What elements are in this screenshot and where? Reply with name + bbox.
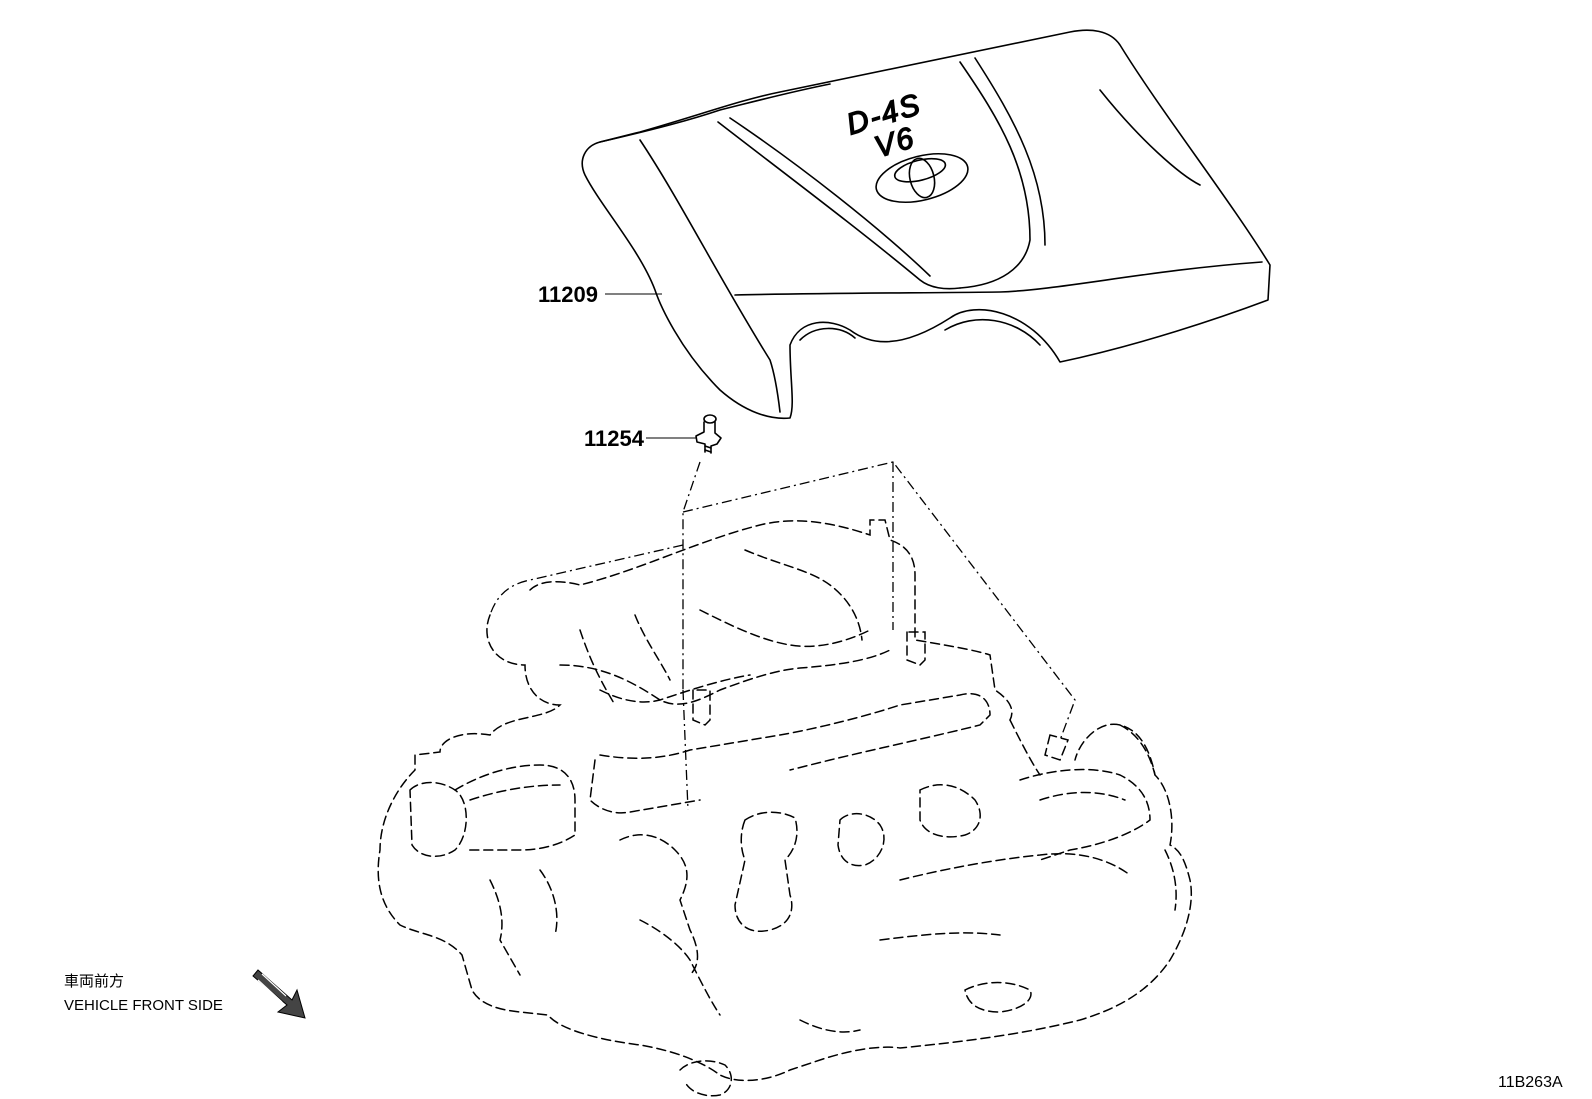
engine-phantom-outline (377, 519, 1193, 1097)
diagram-id: 11B263A (1498, 1074, 1563, 1091)
part-number-engine-cover[interactable]: 11209 (538, 282, 598, 307)
toyota-logo-icon (875, 153, 969, 203)
engine-cover[interactable] (581, 29, 1271, 420)
front-side-label-en: VEHICLE FRONT SIDE (64, 997, 223, 1014)
part-number-clip[interactable]: 11254 (584, 426, 645, 451)
front-side-label-jp: 車両前方 (64, 973, 124, 990)
front-direction-arrow-icon (252, 969, 306, 1019)
clip-fastener[interactable] (695, 414, 722, 454)
mount-reference-lines (489, 461, 1076, 811)
